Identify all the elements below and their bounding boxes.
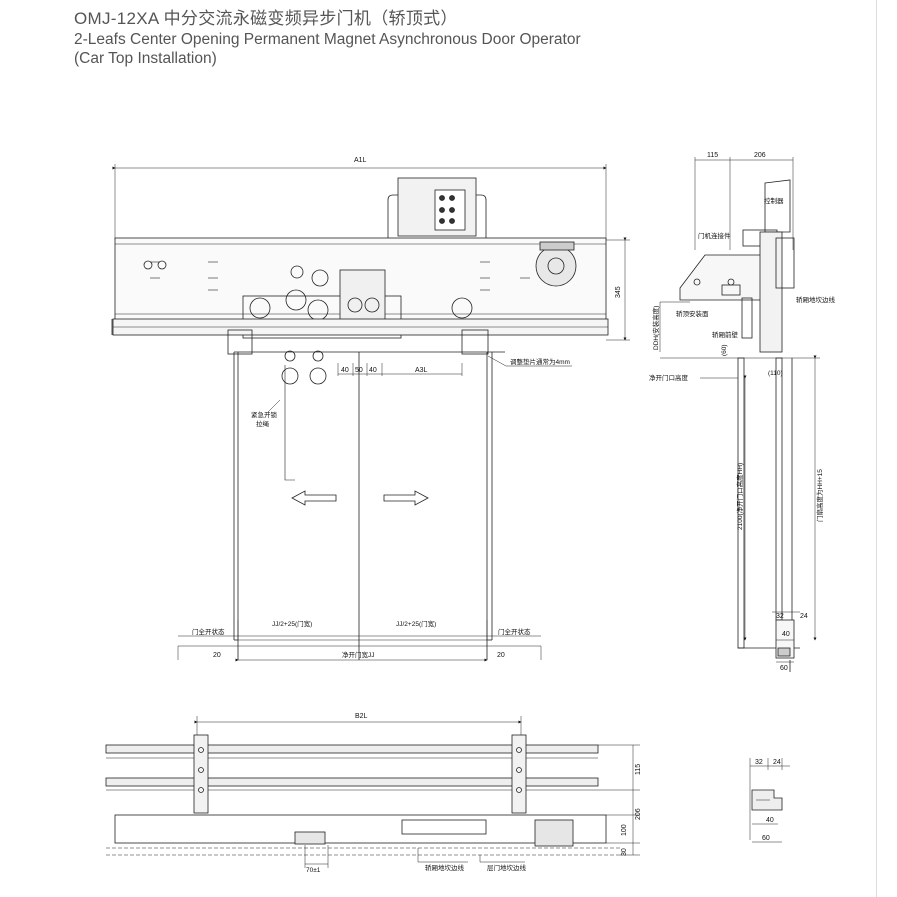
label-emergency-2: 拉绳 bbox=[256, 419, 270, 428]
side-view-text: 115 206 控制器 门机连接件 轿顶安装面 轿厢前壁 轿厢地坎边线 DDH(… bbox=[649, 152, 836, 672]
dim-50: 50 bbox=[355, 367, 363, 374]
label-controller: 控制器 bbox=[764, 196, 784, 205]
title-english-line2: (Car Top Installation) bbox=[74, 50, 217, 67]
dim-30-plan: 30 bbox=[621, 848, 628, 856]
dim-70-plan: 70±1 bbox=[306, 867, 321, 874]
dim-115-side: 115 bbox=[707, 152, 718, 159]
plan-view-text: B2L 115 206 100 30 70±1 轿厢地坎边线 层门地坎边线 bbox=[306, 713, 642, 874]
dim-20-right: 20 bbox=[497, 652, 505, 659]
label-landing-sill: 层门地坎边线 bbox=[487, 863, 527, 872]
label-door-open-right: 门全开状态 bbox=[498, 627, 531, 636]
dim-24-side: 24 bbox=[800, 613, 808, 620]
dim-b2l: B2L bbox=[355, 713, 368, 720]
label-ddh: DDH(安装高度) bbox=[651, 306, 660, 350]
label-adjust-shim: 调整垫片通常为4mm bbox=[510, 357, 570, 366]
label-car-front-wall: 轿厢前壁 bbox=[712, 330, 739, 339]
title-chinese: OMJ-12XA 中分交流永磁变频异步门机（轿顶式） bbox=[74, 9, 458, 28]
label-sill-line: 轿厢地坎边线 bbox=[796, 295, 836, 304]
sill-section bbox=[749, 758, 790, 843]
front-view bbox=[111, 164, 630, 662]
plan-view bbox=[105, 716, 640, 868]
dim-110: (110) bbox=[768, 370, 783, 377]
dim-60-side: 60 bbox=[780, 665, 788, 672]
dim-40-side: 40 bbox=[782, 631, 790, 638]
dim-100-plan: 100 bbox=[621, 824, 628, 836]
dim-40a: 40 bbox=[341, 367, 349, 374]
dim-345: 345 bbox=[615, 286, 622, 298]
label-car-top-mount: 轿顶安装面 bbox=[676, 309, 709, 318]
dim-60-small: (60) bbox=[721, 344, 728, 356]
label-hh: 2100(净开门口高度HH) bbox=[735, 463, 744, 530]
page-edge-line bbox=[876, 0, 877, 897]
label-door-open-left: 门全开状态 bbox=[192, 627, 225, 636]
dim-20-left: 20 bbox=[213, 652, 221, 659]
label-door-height: 门扇高度为HH+15 bbox=[815, 469, 824, 522]
label-emergency-1: 紧急开锁 bbox=[251, 410, 278, 419]
front-view-text: A1L 345 40 50 40 A3L 调整垫片通常为4mm 紧急开锁 拉绳 … bbox=[192, 157, 622, 659]
side-view bbox=[659, 157, 820, 672]
dim-40b: 40 bbox=[369, 367, 377, 374]
dim-206-side: 206 bbox=[754, 152, 766, 159]
dim-115-plan: 115 bbox=[635, 764, 642, 775]
sill-section-text: 32 24 40 60 bbox=[755, 759, 781, 842]
label-clear-height: 净开门口高度 bbox=[649, 373, 689, 382]
dim-a3l: A3L bbox=[415, 367, 428, 374]
label-connector: 门机连接件 bbox=[698, 231, 731, 240]
dim-32-sill: 32 bbox=[755, 759, 763, 766]
dim-24-sill: 24 bbox=[773, 759, 781, 766]
label-car-sill: 轿厢地坎边线 bbox=[425, 863, 465, 872]
dim-32-side: 32 bbox=[776, 613, 784, 620]
dim-206-plan: 206 bbox=[635, 808, 642, 820]
dim-a1l: A1L bbox=[354, 157, 367, 164]
title-english-line1: 2-Leafs Center Opening Permanent Magnet … bbox=[74, 31, 581, 48]
label-clear-width: 净开门宽JJ bbox=[342, 650, 375, 659]
dim-60-sill: 60 bbox=[762, 835, 770, 842]
dim-40-sill: 40 bbox=[766, 817, 774, 824]
label-leaf-right: JJ/2+25(门宽) bbox=[396, 619, 436, 628]
label-leaf-left: JJ/2+25(门宽) bbox=[272, 619, 312, 628]
